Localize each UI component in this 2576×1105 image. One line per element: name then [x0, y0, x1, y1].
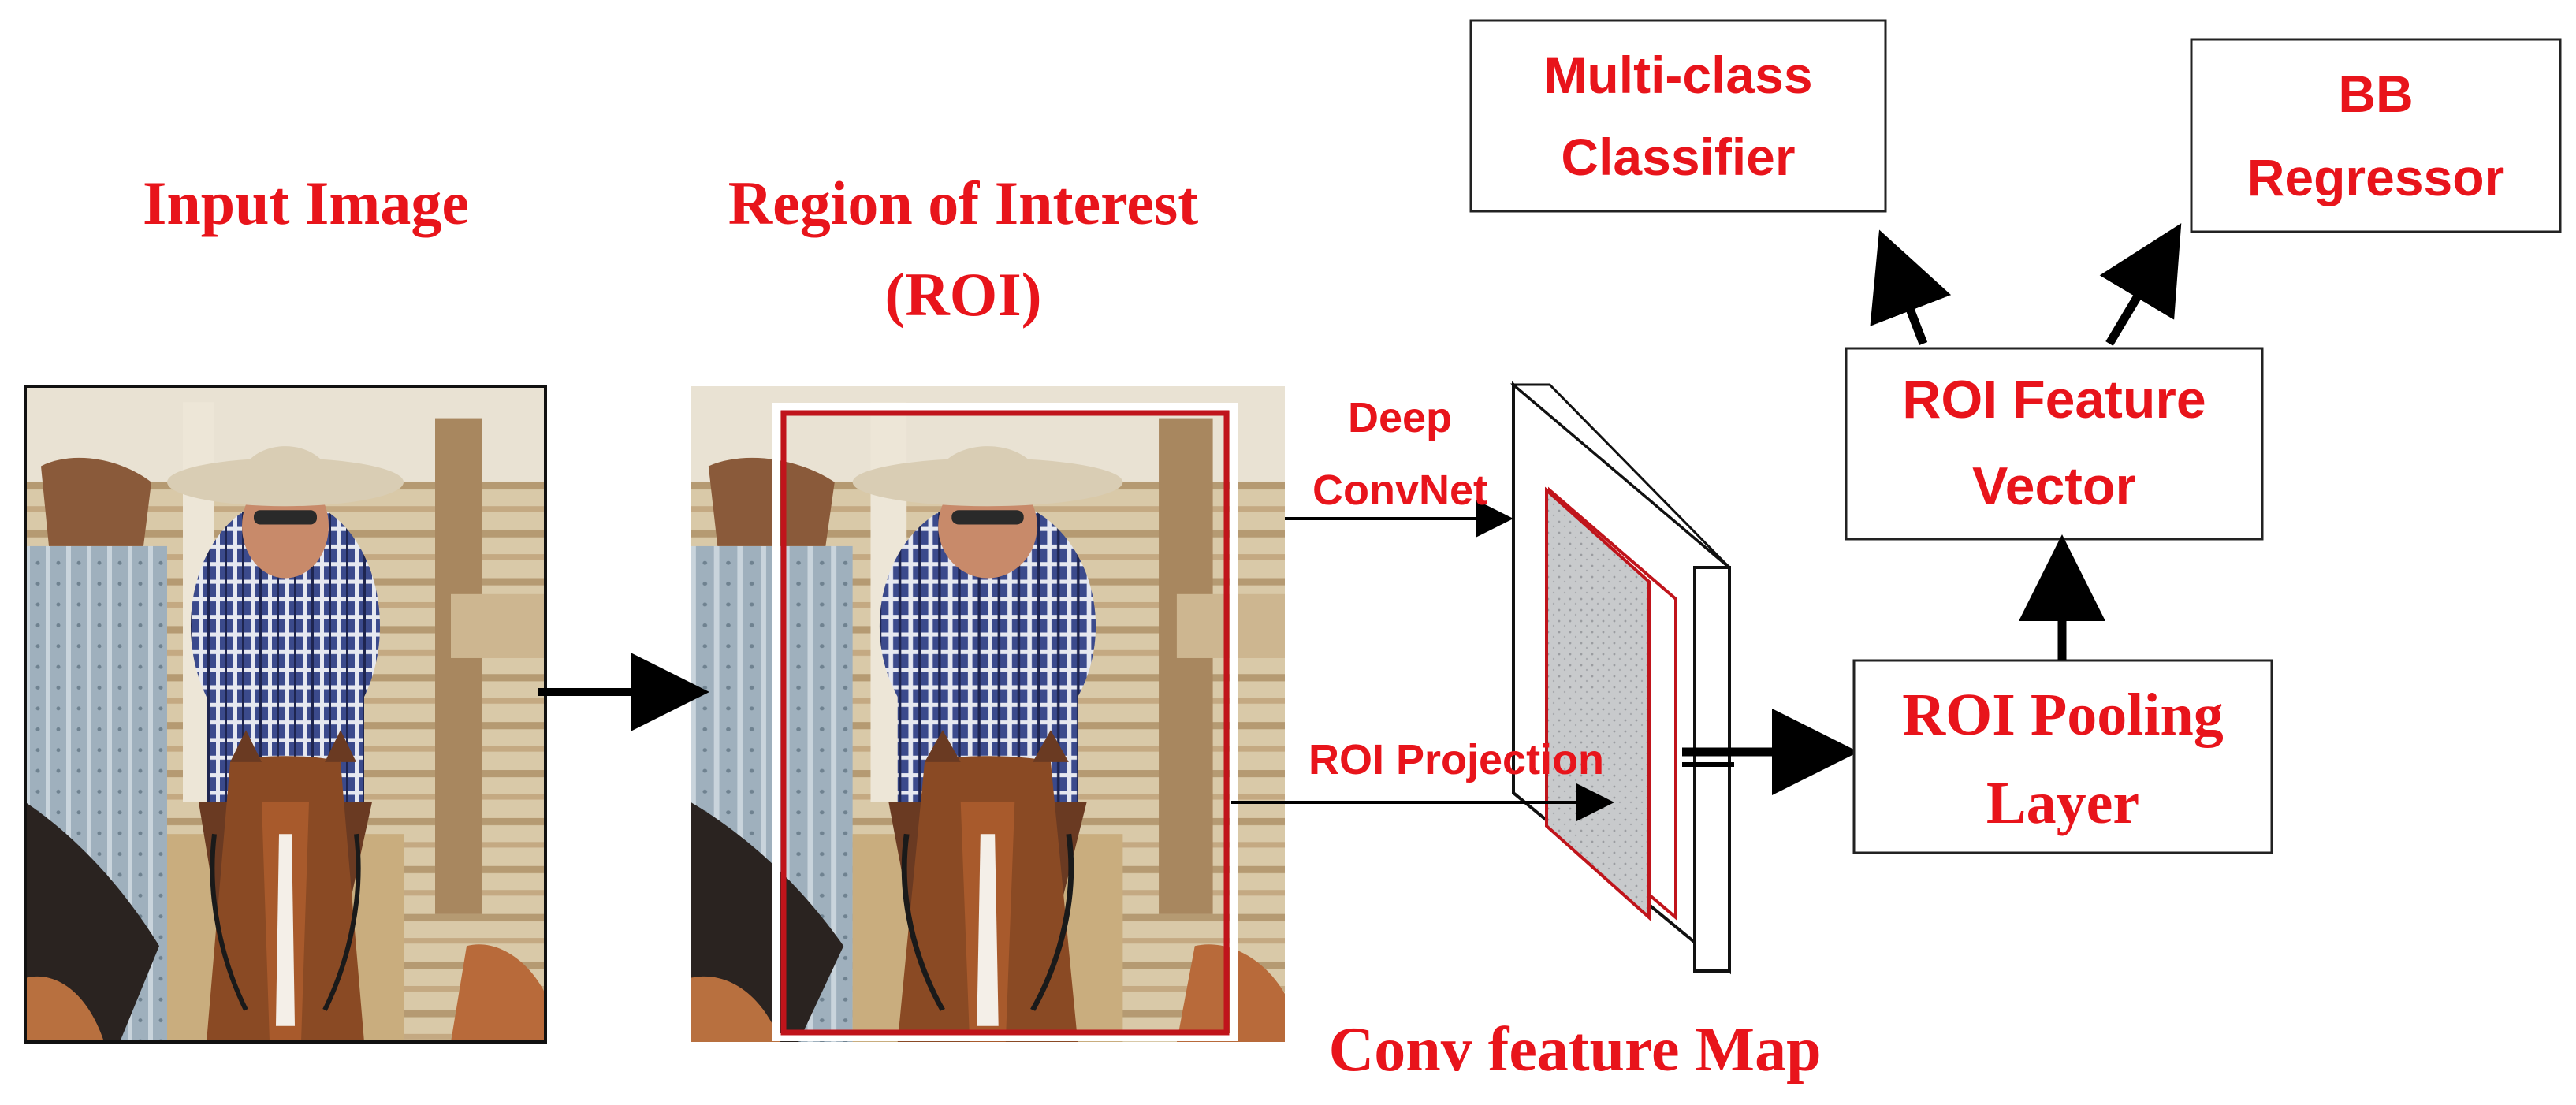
deep-convnet-label-line1: Deep: [1348, 394, 1452, 441]
arrow-to-classifier: [1870, 229, 1952, 345]
regressor-label-line1: BB: [2338, 65, 2413, 123]
roi-feature-vector-box: ROI Feature Vector: [1845, 347, 2264, 541]
classifier-label-line2: Classifier: [1561, 128, 1795, 186]
deep-convnet-label-line2: ConvNet: [1312, 467, 1487, 514]
roi-image-panel: [691, 386, 1285, 1042]
roi-title-line2: (ROI): [884, 260, 1041, 329]
bb-regressor-box: BB Regressor: [2190, 38, 2562, 233]
arrow-to-regressor: [2099, 223, 2182, 346]
roi-projection-label: ROI Projection: [1308, 736, 1604, 783]
pooling-label-line2: Layer: [1986, 770, 2139, 836]
roi-pooling-layer-box: ROI Pooling Layer: [1852, 659, 2273, 854]
roi-image-photo: [691, 386, 1285, 1042]
feature-vector-label-line2: Vector: [1972, 456, 2136, 516]
feature-vector-label-line1: ROI Feature: [1902, 370, 2206, 430]
roi-bounding-box: [780, 410, 1230, 1036]
input-image-panel: [24, 385, 547, 1044]
input-image-photo: [25, 386, 545, 1042]
regressor-label-line2: Regressor: [2247, 148, 2505, 206]
roi-box-outline-white: [772, 403, 1238, 1041]
input-image-title: Input Image: [143, 169, 469, 237]
conv-feature-map: [1509, 381, 1731, 975]
pooling-label-line1: ROI Pooling: [1902, 682, 2224, 748]
feature-map-top-edge: [1509, 383, 1731, 569]
classifier-label-line1: Multi-class: [1543, 46, 1812, 104]
roi-projection-region: [1545, 486, 1651, 921]
conv-feature-map-title: Conv feature Map: [1328, 1015, 1821, 1085]
input-image-frame: [24, 385, 547, 1044]
feature-map-side-face: [1693, 566, 1731, 973]
roi-title-line1: Region of Interest: [728, 169, 1198, 237]
multi-class-classifier-box: Multi-class Classifier: [1469, 19, 1887, 213]
